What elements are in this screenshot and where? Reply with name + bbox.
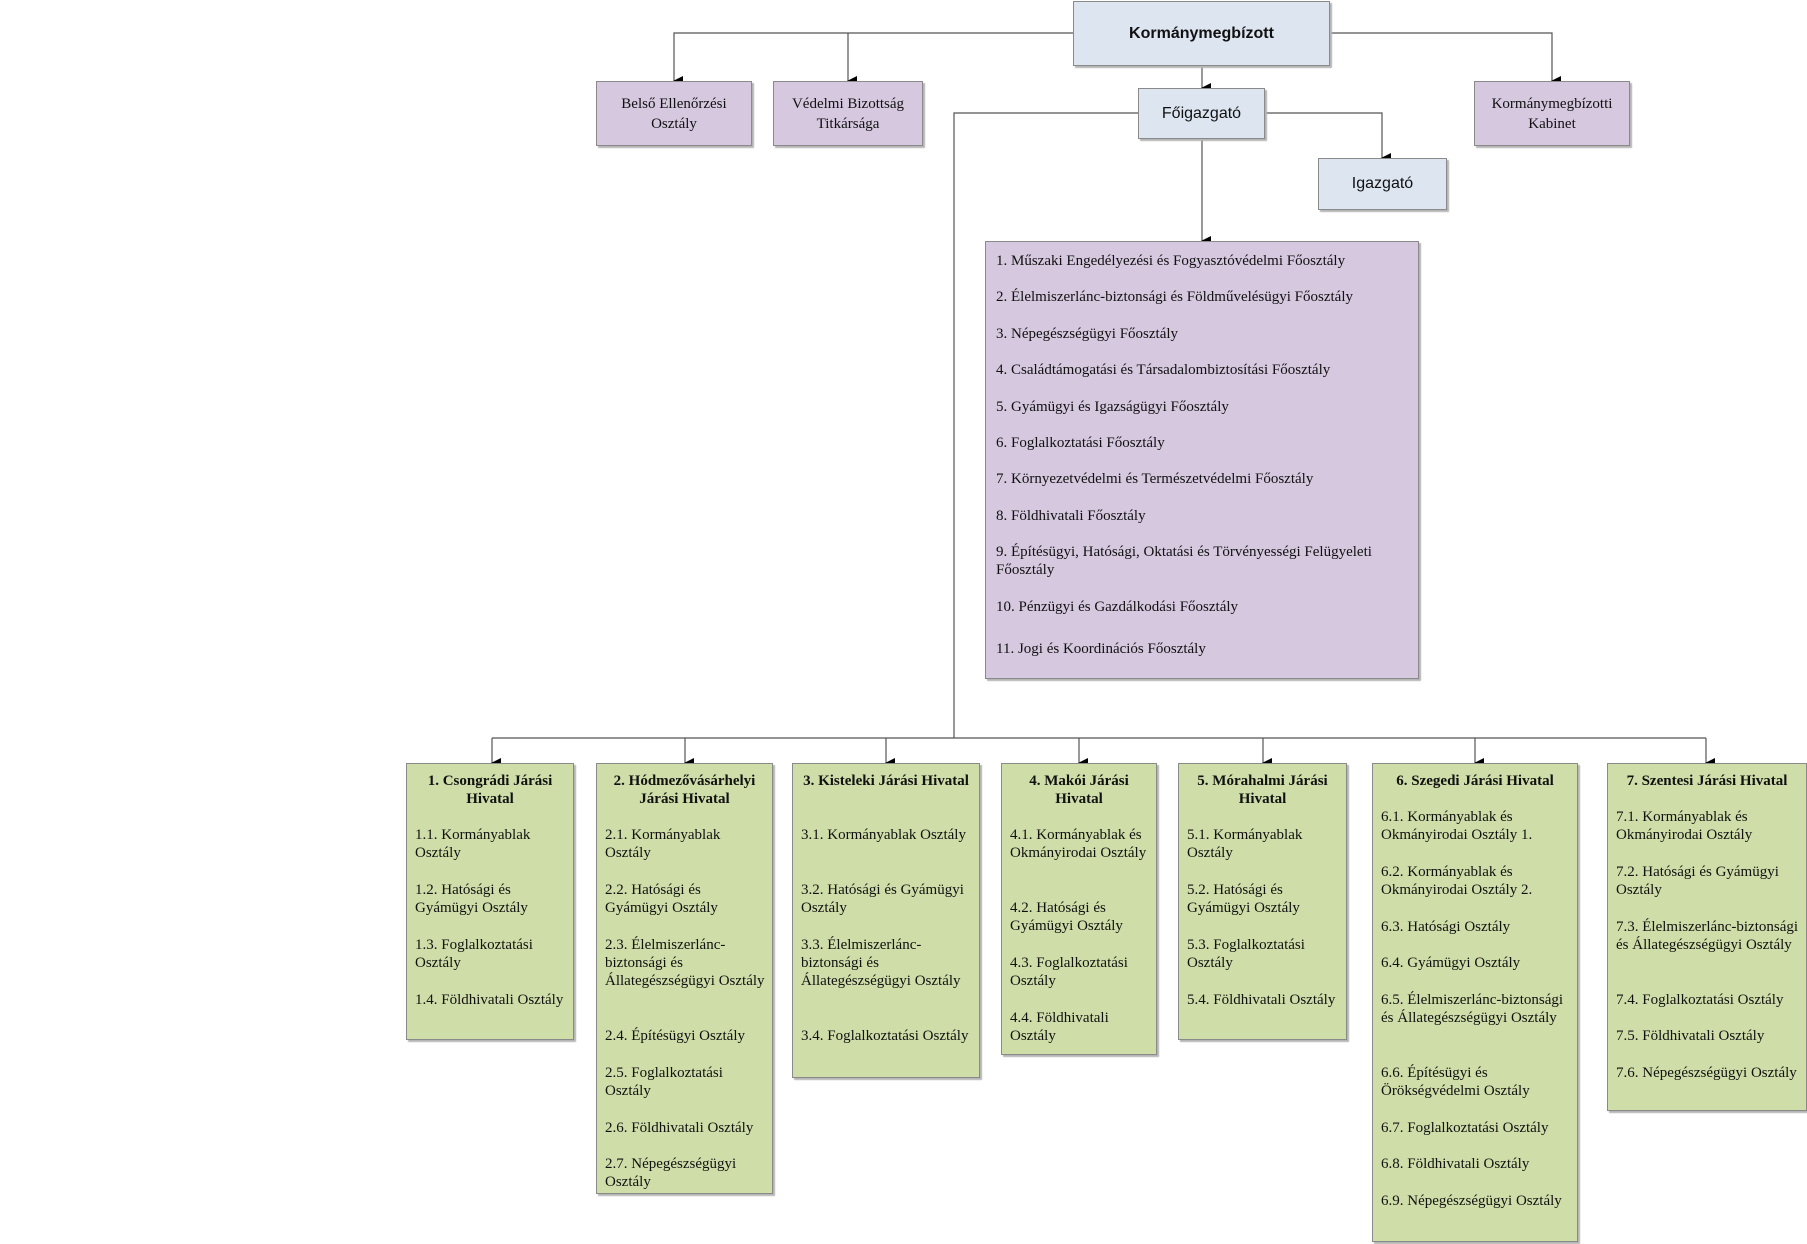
district-office-item: 4.3. Foglalkoztatási Osztály <box>1010 955 1128 989</box>
district-office-item: 3.1. Kormányablak Osztály <box>801 827 966 843</box>
district-office-item: 4.1. Kormányablak és Okmányirodai Osztál… <box>1010 827 1147 861</box>
foigazgato-label: Főigazgató <box>1161 104 1242 122</box>
kabinet-label: Kormánymegbízotti Kabinet <box>1491 95 1613 132</box>
connector-to-belso <box>673 32 1073 86</box>
district-office-item: 1.4. Földhivatali Osztály <box>415 992 564 1008</box>
district-office-item: 5.4. Földhivatali Osztály <box>1187 992 1336 1008</box>
connector-to-igazgato <box>1265 112 1391 163</box>
district-office-title: 3. Kisteleki Járási Hivatal <box>803 773 969 789</box>
district-office-item: 7.5. Földhivatali Osztály <box>1616 1028 1765 1044</box>
district-office-item: 3.2. Hatósági és Gyámügyi Osztály <box>801 882 964 916</box>
department-item: 2. Élelmiszerlánc-biztonsági és Földműve… <box>996 289 1354 305</box>
connector-to-district-bus <box>953 112 1138 738</box>
district-office-1: 1. Csongrádi Járási Hivatal 1.1. Kormány… <box>406 763 574 1040</box>
district-office-7: 7. Szentesi Járási Hivatal 7.1. Kormánya… <box>1607 763 1807 1111</box>
kormanymegbizott-box: Kormánymegbízott <box>1073 1 1330 66</box>
district-office-item: 7.2. Hatósági és Gyámügyi Osztály <box>1616 864 1779 898</box>
connector-to-kabinet <box>1330 32 1561 86</box>
district-office-item: 6.8. Földhivatali Osztály <box>1381 1156 1530 1172</box>
district-office-item: 6.1. Kormányablak és Okmányirodai Osztál… <box>1381 809 1533 843</box>
kormanymegbizott-label: Kormánymegbízott <box>1129 24 1274 42</box>
district-office-item: 1.3. Foglalkoztatási Osztály <box>415 937 533 971</box>
igazgato-label: Igazgató <box>1351 175 1414 192</box>
district-office-item: 2.1. Kormányablak Osztály <box>605 827 721 861</box>
department-item: 9. Építésügyi, Hatósági, Oktatási és Tör… <box>996 544 1372 578</box>
vedelmi-bizottsag-box: Védelmi Bizottság Titkársága <box>773 81 923 146</box>
district-office-item: 6.4. Gyámügyi Osztály <box>1381 955 1521 971</box>
district-office-title: 1. Csongrádi Járási Hivatal <box>427 773 553 807</box>
kabinet-box: Kormánymegbízotti Kabinet <box>1474 81 1630 146</box>
district-office-item: 7.1. Kormányablak és Okmányirodai Osztál… <box>1616 809 1753 843</box>
vedelmi-bizottsag-label: Védelmi Bizottság Titkársága <box>791 95 905 132</box>
district-office-item: 2.7. Népegészségügyi Osztály <box>605 1156 737 1190</box>
belso-ellenorzesi-label: Belső Ellenőrzési Osztály <box>621 95 727 132</box>
department-item: 11. Jogi és Koordinációs Főosztály <box>996 641 1206 657</box>
department-item: 1. Műszaki Engedélyezési és Fogyasztóvéd… <box>996 253 1346 269</box>
district-office-title: 4. Makói Járási Hivatal <box>1029 773 1129 807</box>
department-item: 4. Családtámogatási és Társadalombiztosí… <box>996 362 1331 378</box>
district-office-5: 5. Mórahalmi Járási Hivatal 5.1. Kormány… <box>1178 763 1347 1040</box>
district-office-2: 2. Hódmezővásárhelyi Járási Hivatal 2.1.… <box>596 763 773 1194</box>
department-item: 5. Gyámügyi és Igazságügyi Főosztály <box>996 399 1229 415</box>
district-office-title: 2. Hódmezővásárhelyi Járási Hivatal <box>613 773 756 807</box>
district-office-item: 7.3. Élelmiszerlánc-biztonsági és Állate… <box>1616 919 1799 953</box>
district-office-item: 4.4. Földhivatali Osztály <box>1010 1010 1109 1044</box>
department-item: 7. Környezetvédelmi és Természetvédelmi … <box>996 471 1314 487</box>
district-office-item: 1.1. Kormányablak Osztály <box>415 827 531 861</box>
district-office-title: 7. Szentesi Járási Hivatal <box>1626 773 1788 789</box>
district-office-title: 6. Szegedi Járási Hivatal <box>1396 773 1554 789</box>
departments-box: 1. Műszaki Engedélyezési és Fogyasztóvéd… <box>985 241 1419 679</box>
district-office-item: 3.4. Foglalkoztatási Osztály <box>801 1028 969 1044</box>
district-office-item: 5.1. Kormányablak Osztály <box>1187 827 1303 861</box>
district-office-item: 7.4. Foglalkoztatási Osztály <box>1616 992 1784 1008</box>
district-office-6: 6. Szegedi Járási Hivatal 6.1. Kormányab… <box>1372 763 1578 1242</box>
district-office-item: 6.2. Kormányablak és Okmányirodai Osztál… <box>1381 864 1533 898</box>
department-item: 6. Foglalkoztatási Főosztály <box>996 435 1165 451</box>
belso-ellenorzesi-box: Belső Ellenőrzési Osztály <box>596 81 752 146</box>
district-office-item: 2.4. Építésügyi Osztály <box>605 1028 745 1044</box>
district-office-item: 3.3. Élelmiszerlánc-biztonsági és Állate… <box>801 937 961 989</box>
district-office-item: 7.6. Népegészségügyi Osztály <box>1616 1065 1797 1081</box>
district-office-item: 5.2. Hatósági és Gyámügyi Osztály <box>1187 882 1300 916</box>
district-office-title: 5. Mórahalmi Járási Hivatal <box>1197 773 1328 807</box>
district-office-item: 2.2. Hatósági és Gyámügyi Osztály <box>605 882 718 916</box>
district-office-item: 6.3. Hatósági Osztály <box>1381 919 1511 935</box>
district-office-item: 2.5. Foglalkoztatási Osztály <box>605 1065 723 1099</box>
district-office-item: 6.9. Népegészségügyi Osztály <box>1381 1193 1562 1209</box>
department-item: 10. Pénzügyi és Gazdálkodási Főosztály <box>996 599 1239 615</box>
district-office-item: 2.6. Földhivatali Osztály <box>605 1120 754 1136</box>
district-office-item: 1.2. Hatósági és Gyámügyi Osztály <box>415 882 528 916</box>
district-office-item: 5.3. Foglalkoztatási Osztály <box>1187 937 1305 971</box>
district-office-item: 2.3. Élelmiszerlánc-biztonsági és Állate… <box>605 937 765 989</box>
department-item: 8. Földhivatali Főosztály <box>996 508 1146 524</box>
district-office-item: 6.5. Élelmiszerlánc-biztonsági és Állate… <box>1381 992 1564 1026</box>
district-office-item: 6.6. Építésügyi és Örökségvédelmi Osztál… <box>1381 1065 1530 1099</box>
igazgato-box: Igazgató <box>1318 158 1447 210</box>
department-item: 3. Népegészségügyi Főosztály <box>996 326 1179 342</box>
district-office-3: 3. Kisteleki Járási Hivatal 3.1. Kormány… <box>792 763 980 1078</box>
district-office-item: 4.2. Hatósági és Gyámügyi Osztály <box>1010 900 1123 934</box>
district-office-4: 4. Makói Járási Hivatal 4.1. Kormányabla… <box>1001 763 1157 1055</box>
foigazgato-box: Főigazgató <box>1138 88 1265 139</box>
district-office-item: 6.7. Foglalkoztatási Osztály <box>1381 1120 1549 1136</box>
